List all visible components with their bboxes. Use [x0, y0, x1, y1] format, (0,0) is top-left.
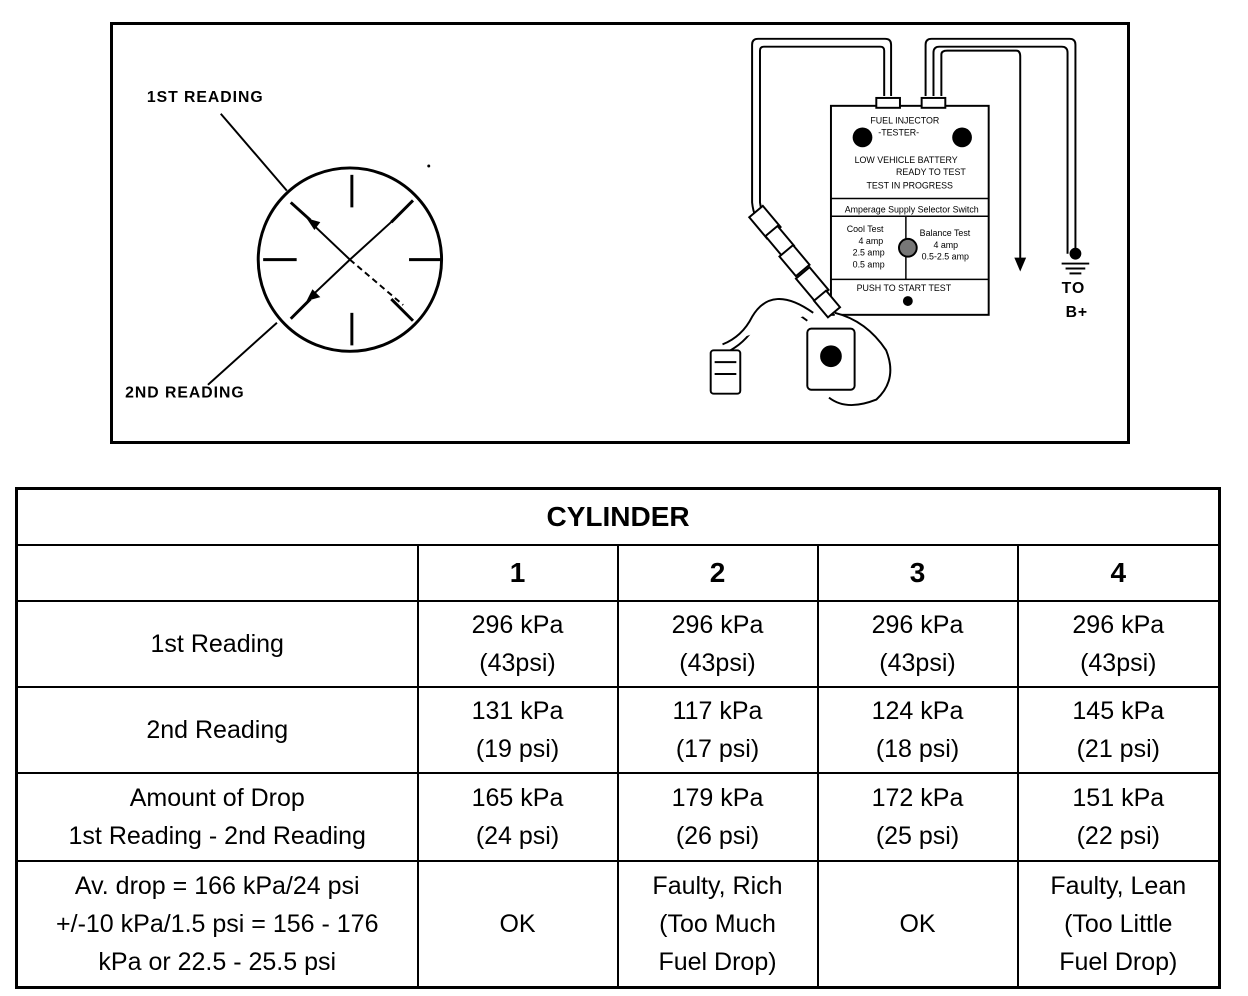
cool-test-label: Cool Test — [847, 224, 884, 234]
cool-test-c: 0.5 amp — [853, 260, 885, 270]
tester-selector-label: Amperage Supply Selector Switch — [845, 204, 979, 214]
row-label: 2nd Reading — [15, 686, 419, 774]
table-cell: 124 kPa(18 psi) — [816, 686, 1019, 774]
selector-knob[interactable] — [897, 237, 918, 258]
header-empty-cell — [15, 544, 419, 602]
to-b-plus-label-2: B+ — [1066, 304, 1089, 321]
row-label: Av. drop = 166 kPa/24 psi+/-10 kPa/1.5 p… — [15, 860, 419, 988]
table-cell: 145 kPa(21 psi) — [1016, 686, 1221, 774]
table-title: CYLINDER — [15, 487, 1221, 546]
first-reading-needle — [309, 221, 351, 261]
tester-lamp-left — [852, 127, 873, 148]
table-cell: OK — [416, 860, 619, 988]
first-reading-label: 1ST READING — [147, 89, 264, 106]
row-label: 1st Reading — [15, 600, 419, 688]
balance-test-label: Balance Test — [920, 228, 971, 238]
ground-icon — [1061, 247, 1090, 275]
balance-test-a: 4 amp — [933, 240, 958, 250]
table-cell: 179 kPa(26 psi) — [616, 772, 819, 862]
table-cell: 131 kPa(19 psi) — [416, 686, 619, 774]
balance-test-b: 0.5-2.5 amp — [922, 252, 969, 262]
signal-arrow — [1014, 257, 1027, 272]
table-cell: 296 kPa(43psi) — [1016, 600, 1221, 688]
table-cell: 165 kPa(24 psi) — [416, 772, 619, 862]
cylinder-3-header: 3 — [816, 544, 1019, 602]
table-cell: 296 kPa(43psi) — [816, 600, 1019, 688]
cylinder-2-header: 2 — [616, 544, 819, 602]
tester-lamp-right — [952, 127, 972, 148]
push-to-start-label: PUSH TO START TEST — [857, 283, 952, 293]
table-cell: 172 kPa(25 psi) — [816, 772, 1019, 862]
table-header-row: 1 2 3 4 — [15, 544, 1221, 602]
cool-test-b: 2.5 amp — [853, 248, 885, 258]
cool-test-a: 4 amp — [859, 236, 884, 246]
tester-status-3: TEST IN PROGRESS — [866, 181, 953, 191]
table-cell: 151 kPa(22 psi) — [1016, 772, 1221, 862]
second-reading-label: 2ND READING — [125, 385, 244, 402]
cylinder-4-header: 4 — [1016, 544, 1221, 602]
first-reading-leader — [220, 113, 288, 192]
tester-status-2: READY TO TEST — [896, 167, 966, 177]
table-cell: 296 kPa(43psi) — [416, 600, 619, 688]
table-cell: OK — [816, 860, 1019, 988]
gauge-and-tester-figure: 1ST READING 2ND READING — [110, 22, 1130, 444]
tester-title-1: FUEL INJECTOR — [870, 116, 939, 126]
figure-drawing: 1ST READING 2ND READING — [125, 37, 1090, 407]
pressure-gauge — [256, 166, 444, 353]
tester-title-2: -TESTER- — [878, 127, 919, 137]
fuel-injector-tester: FUEL INJECTOR -TESTER- LOW VEHICLE BATTE… — [829, 96, 990, 316]
push-to-start-button[interactable] — [902, 296, 913, 306]
injector-connector — [709, 204, 892, 407]
table-row: 1st Reading 296 kPa(43psi) 296 kPa(43psi… — [15, 600, 1221, 688]
table-row: Av. drop = 166 kPa/24 psi+/-10 kPa/1.5 p… — [15, 860, 1221, 988]
table-row: 2nd Reading 131 kPa(19 psi) 117 kPa(17 p… — [15, 686, 1221, 774]
table-cell: 117 kPa(17 psi) — [616, 686, 819, 774]
table-cell: 296 kPa(43psi) — [616, 600, 819, 688]
table-title-row: CYLINDER — [15, 487, 1221, 546]
cylinder-1-header: 1 — [416, 544, 619, 602]
tester-status-1: LOW VEHICLE BATTERY — [855, 155, 958, 165]
to-b-plus-label-1: TO — [1062, 280, 1086, 297]
second-reading-needle — [309, 258, 351, 298]
cylinder-results-table: CYLINDER 1 2 3 4 1st Reading 296 kPa(43p… — [15, 487, 1222, 989]
second-reading-leader — [207, 321, 278, 386]
